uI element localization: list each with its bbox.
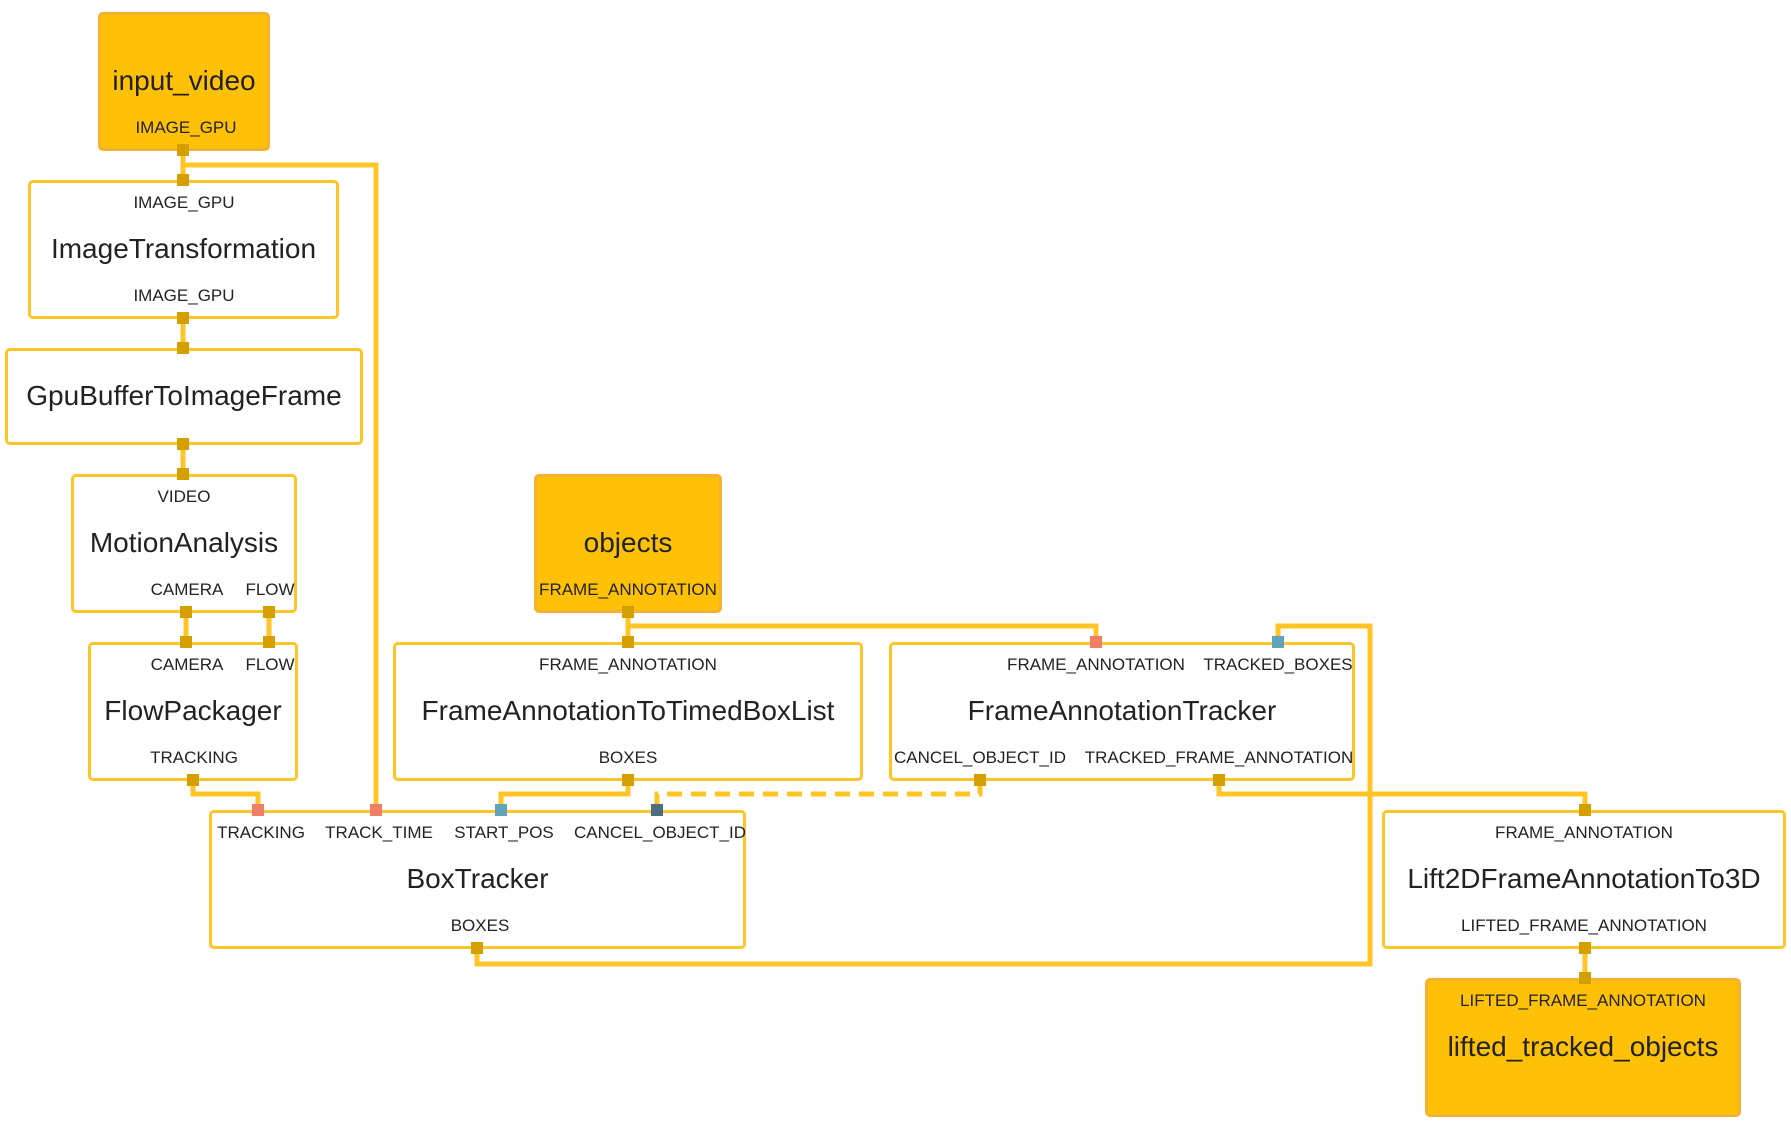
output-port-label: TRACKING — [150, 748, 238, 767]
node-title: Lift2DFrameAnnotationTo3D — [1407, 863, 1761, 894]
node-title: FrameAnnotationToTimedBoxList — [421, 695, 835, 726]
input-port-label: FLOW — [245, 655, 295, 674]
node-title: BoxTracker — [406, 863, 549, 894]
edge-cancel-object-id — [654, 780, 983, 810]
port-fa-tracker-tracked-frame-annotation-out[interactable] — [1213, 774, 1225, 786]
input-port-label: FRAME_ANNOTATION — [539, 655, 717, 674]
flow-packager-node[interactable]: CAMERA FLOW FlowPackager TRACKING — [88, 642, 298, 781]
output-port-label: CANCEL_OBJECT_ID — [894, 748, 1066, 767]
input-port-label: CAMERA — [150, 655, 224, 674]
port-gpu-buffer-in[interactable] — [177, 342, 189, 354]
port-image-transformation-image-gpu-out[interactable] — [177, 312, 189, 324]
port-fa-tracker-frame-annotation-in[interactable] — [1090, 636, 1102, 648]
port-input-video-image-gpu-out[interactable] — [177, 144, 189, 156]
input-port-label: TRACK_TIME — [325, 823, 433, 842]
input-port-label: VIDEO — [157, 487, 211, 506]
output-port-label: CAMERA — [150, 580, 224, 599]
port-fa-to-timed-boxes-out[interactable] — [622, 774, 634, 786]
port-flow-packager-flow-in[interactable] — [263, 636, 275, 648]
box-tracker-node[interactable]: TRACKING TRACK_TIME START_POS CANCEL_OBJ… — [209, 810, 746, 949]
port-box-tracker-track-time-in[interactable] — [370, 804, 382, 816]
edge-boxes-to-start-pos — [498, 780, 631, 810]
port-box-tracker-boxes-out[interactable] — [471, 942, 483, 954]
node-title: lifted_tracked_objects — [1447, 1031, 1719, 1062]
node-title: objects — [583, 527, 673, 558]
objects-node[interactable]: objects FRAME_ANNOTATION — [534, 474, 722, 613]
input-port-label: LIFTED_FRAME_ANNOTATION — [1460, 991, 1706, 1010]
port-fa-to-timed-frame-annotation-in[interactable] — [622, 636, 634, 648]
port-motion-analysis-camera-out[interactable] — [180, 606, 192, 618]
port-lift2d-frame-annotation-in[interactable] — [1579, 804, 1591, 816]
input-port-label: TRACKED_BOXES — [1203, 655, 1353, 674]
lifted-tracked-objects-node[interactable]: LIFTED_FRAME_ANNOTATION lifted_tracked_o… — [1425, 978, 1741, 1117]
input-port-label: FRAME_ANNOTATION — [1495, 823, 1673, 842]
port-flow-packager-tracking-out[interactable] — [187, 774, 199, 786]
port-box-tracker-tracking-in[interactable] — [252, 804, 264, 816]
port-fa-tracker-tracked-boxes-in[interactable] — [1272, 636, 1284, 648]
port-image-transformation-image-gpu-in[interactable] — [177, 174, 189, 186]
frame-annotation-tracker-node[interactable]: FRAME_ANNOTATION TRACKED_BOXES FrameAnno… — [889, 642, 1355, 781]
node-title: ImageTransformation — [50, 233, 317, 264]
port-motion-analysis-video-in[interactable] — [177, 468, 189, 480]
edge-tracked-frame-annotation-to-lift2d — [1216, 780, 1588, 810]
output-port-label: TRACKED_FRAME_ANNOTATION — [1084, 748, 1354, 767]
port-fa-tracker-cancel-object-id-out[interactable] — [974, 774, 986, 786]
output-port-label: FLOW — [245, 580, 295, 599]
port-lifted-objects-lifted-frame-annotation-in[interactable] — [1579, 972, 1591, 984]
node-title: GpuBufferToImageFrame — [26, 380, 342, 411]
port-box-tracker-cancel-object-id-in[interactable] — [651, 804, 663, 816]
input-port-label: TRACKING — [217, 823, 305, 842]
node-title: FrameAnnotationTracker — [967, 695, 1277, 726]
port-lift2d-lifted-frame-annotation-out[interactable] — [1579, 942, 1591, 954]
input-port-label: FRAME_ANNOTATION — [1007, 655, 1185, 674]
port-gpu-buffer-out[interactable] — [177, 438, 189, 450]
edge-tracking-to-box-tracker — [190, 780, 261, 810]
gpu-buffer-to-image-frame-node[interactable]: GpuBufferToImageFrame — [5, 348, 363, 445]
output-port-label: FRAME_ANNOTATION — [539, 580, 717, 599]
input-port-label: CANCEL_OBJECT_ID — [574, 823, 746, 842]
edge-input-video-to-track-time — [183, 162, 379, 810]
lift-2d-frame-annotation-to-3d-node[interactable]: FRAME_ANNOTATION Lift2DFrameAnnotationTo… — [1382, 810, 1786, 949]
output-port-label: IMAGE_GPU — [133, 286, 235, 305]
port-flow-packager-camera-in[interactable] — [180, 636, 192, 648]
port-objects-frame-annotation-out[interactable] — [622, 606, 634, 618]
output-port-label: LIFTED_FRAME_ANNOTATION — [1461, 916, 1707, 935]
node-title: input_video — [112, 65, 256, 96]
input-port-label: IMAGE_GPU — [133, 193, 235, 212]
node-title: FlowPackager — [104, 695, 282, 726]
input-video-node[interactable]: input_video IMAGE_GPU — [98, 12, 270, 151]
output-port-label: BOXES — [450, 916, 510, 935]
output-port-label: IMAGE_GPU — [135, 118, 237, 137]
port-box-tracker-start-pos-in[interactable] — [495, 804, 507, 816]
port-motion-analysis-flow-out[interactable] — [263, 606, 275, 618]
node-title: MotionAnalysis — [89, 527, 279, 558]
input-port-label: START_POS — [454, 823, 554, 842]
output-port-label: BOXES — [598, 748, 658, 767]
